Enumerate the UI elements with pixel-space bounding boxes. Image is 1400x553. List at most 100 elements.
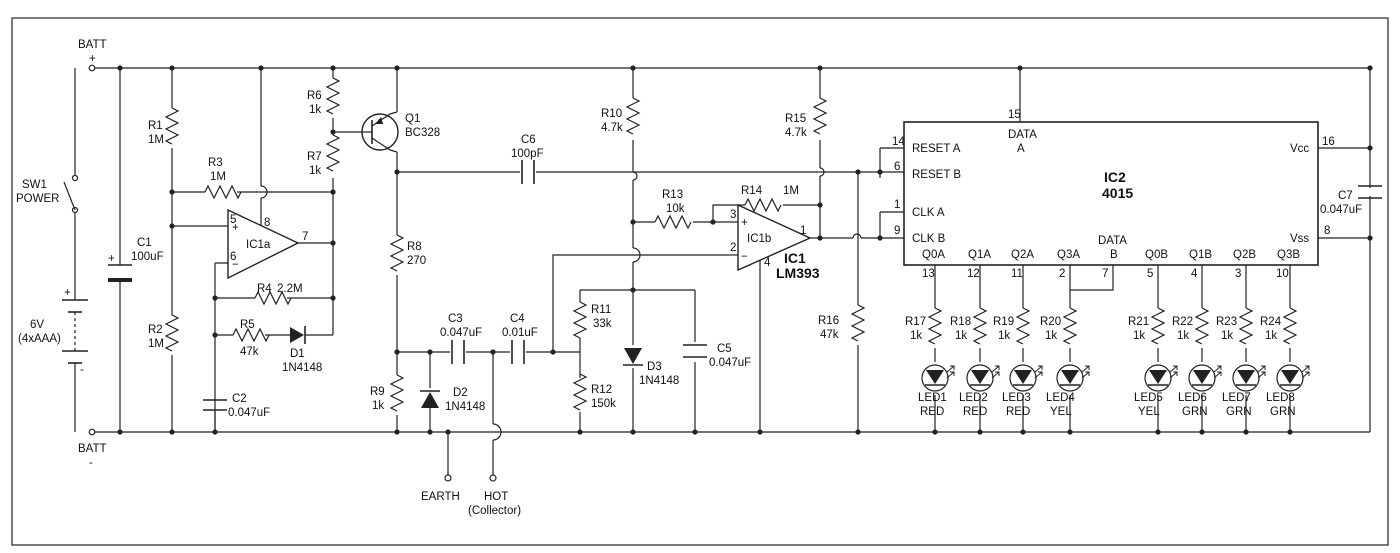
led1-name: LED1 — [918, 392, 947, 404]
r12-name: R12 — [591, 384, 612, 396]
ic2-pin8: 8 — [1324, 225, 1330, 237]
d1-name: D1 — [290, 348, 305, 360]
ic1a-pin5: 5 — [230, 214, 236, 226]
led4-name: LED4 — [1046, 392, 1075, 404]
d3-value: 1N4148 — [639, 375, 679, 387]
batt-terminals — [88, 64, 96, 436]
ic2-reset-a: RESET A — [912, 143, 961, 155]
r3-name: R3 — [208, 157, 223, 169]
r22-value: 1k — [1177, 330, 1189, 342]
r1-resistor-symbol — [165, 107, 179, 145]
c7-value: 0.047uF — [1320, 204, 1362, 216]
led7-name: LED7 — [1222, 392, 1251, 404]
d3-diode-symbol — [623, 348, 643, 366]
hot-label: HOT — [484, 491, 508, 503]
ic1b-plus: + — [741, 217, 748, 229]
r13-value: 10k — [666, 203, 685, 215]
r18-value: 1k — [955, 330, 967, 342]
ic2-pin14: 14 — [892, 136, 905, 148]
led-symbol-6 — [1188, 364, 1222, 392]
ic2-pin4: 4 — [1191, 268, 1198, 280]
r4-name: R4 — [257, 283, 272, 295]
ic2-q0b: Q0B — [1145, 249, 1168, 261]
ic1b-pin1: 1 — [800, 225, 806, 237]
led-array — [921, 364, 1310, 392]
r5-value: 47k — [240, 346, 259, 358]
ic2-pin9: 9 — [894, 225, 900, 237]
r2-value: 1M — [148, 338, 164, 350]
ic2-name: IC2 — [1104, 169, 1126, 185]
d2-name: D2 — [453, 387, 468, 399]
ic1-part: LM393 — [776, 265, 820, 281]
ic2-data-a-sub: A — [1017, 143, 1025, 155]
led1-color: RED — [920, 406, 944, 418]
r11-value: 33k — [593, 318, 612, 330]
d1-diode-symbol — [290, 326, 306, 344]
ic1a-pin6: 6 — [230, 251, 236, 263]
r15-value: 4.7k — [785, 127, 807, 139]
r15-name: R15 — [785, 113, 806, 125]
led-symbol-7 — [1232, 364, 1266, 392]
batt-plus-sign: + — [89, 53, 96, 65]
r13-resistor-symbol — [654, 215, 692, 229]
r1-name: R1 — [148, 120, 163, 132]
ic2-vss: Vss — [1290, 233, 1309, 245]
c1-plus-sign: + — [108, 253, 115, 265]
ic2-pin5: 5 — [1147, 268, 1153, 280]
r16-resistor-symbol — [851, 304, 865, 342]
ic2-q1b: Q1B — [1189, 249, 1212, 261]
ic2-clk-a: CLK A — [912, 207, 945, 219]
r5-name: R5 — [240, 319, 255, 331]
led8-name: LED8 — [1266, 392, 1295, 404]
r12-value: 150k — [591, 398, 616, 410]
ic1-name: IC1 — [784, 250, 806, 266]
led-symbol-4 — [1056, 364, 1090, 392]
r20-name: R20 — [1040, 316, 1061, 328]
ic2-q2a: Q2A — [1011, 249, 1034, 261]
led2-color: RED — [963, 406, 987, 418]
ic2-reset-b: RESET B — [912, 169, 961, 181]
r4-value: 2.2M — [277, 283, 303, 295]
r3-resistor-symbol — [204, 185, 242, 199]
r18-resistor-symbol — [973, 307, 987, 345]
ic1a-label: IC1a — [246, 239, 271, 251]
r24-name: R24 — [1260, 316, 1282, 328]
r6-value: 1k — [309, 104, 321, 116]
r12-resistor-symbol — [573, 373, 587, 411]
r6-resistor-symbol — [326, 77, 340, 115]
r20-resistor-symbol — [1063, 307, 1077, 345]
c5-name: C5 — [717, 343, 732, 355]
r24-value: 1k — [1265, 330, 1277, 342]
c1-name: C1 — [137, 237, 152, 249]
ic2-pin2: 2 — [1059, 268, 1065, 280]
c4-capacitor-symbol — [511, 340, 525, 364]
probe-terminals — [444, 474, 497, 482]
r8-name: R8 — [407, 241, 422, 253]
ic2-pin6: 6 — [894, 161, 900, 173]
junctions — [117, 65, 1373, 435]
d2-diode-symbol — [420, 390, 440, 408]
ic2-pin7: 7 — [1102, 268, 1108, 280]
r23-resistor-symbol — [1239, 307, 1253, 345]
r17-name: R17 — [905, 316, 926, 328]
led5-color: YEL — [1138, 406, 1160, 418]
cell-plus-sign: + — [64, 287, 71, 299]
r14-value: 1M — [783, 185, 799, 197]
batt-minus-sign: - — [89, 457, 93, 469]
c3-value: 0.047uF — [440, 327, 482, 339]
r8-value: 270 — [407, 255, 426, 267]
c1-value: 100uF — [131, 251, 164, 263]
led4-color: YEL — [1050, 406, 1072, 418]
r14-resistor-symbol — [744, 198, 782, 212]
earth-label: EARTH — [421, 491, 460, 503]
r20-value: 1k — [1045, 330, 1057, 342]
r22-name: R22 — [1172, 316, 1193, 328]
ic1a-plus: + — [232, 222, 239, 234]
r9-resistor-symbol — [390, 374, 404, 412]
ic1a-comparator-symbol — [227, 208, 300, 280]
r17-value: 1k — [910, 330, 922, 342]
hot-sublabel: (Collector) — [468, 505, 521, 517]
led-symbol-5 — [1144, 364, 1178, 392]
c7-capacitor-symbol — [1358, 185, 1382, 199]
